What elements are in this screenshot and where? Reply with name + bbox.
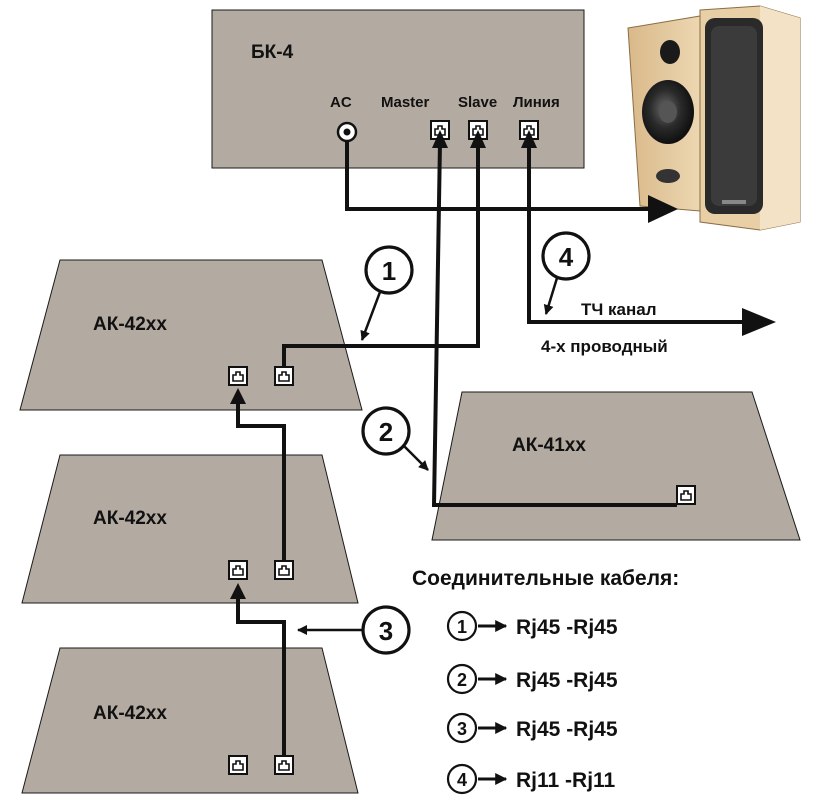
port-icon — [274, 560, 294, 580]
legend-number-circle — [446, 763, 478, 795]
unit-label: АК-42хх — [93, 314, 167, 335]
svg-text:2: 2 — [379, 417, 393, 447]
cable-2 — [431, 141, 677, 507]
unit-label: АК-42хх — [93, 703, 167, 724]
legend-text: Rj45 -Rj45 — [516, 616, 618, 639]
legend-text: Rj45 -Rj45 — [516, 718, 618, 741]
legend-number-circle — [446, 712, 478, 744]
legend-number: 4 — [457, 770, 467, 790]
slave-arrowhead-icon — [470, 130, 486, 148]
unit-body — [21, 454, 359, 604]
legend-text: Rj11 -Rj11 — [516, 769, 616, 792]
legend-title: Соединительные кабеля: — [412, 567, 679, 590]
legend-item: 1 Rj45 -Rj45 — [446, 610, 618, 642]
unit-ak42-middle: АК-42хх — [21, 454, 359, 604]
marker-1: 1 — [360, 245, 414, 341]
svg-text:3: 3 — [379, 616, 393, 646]
marker-3: 3 — [297, 605, 411, 655]
unit-ak41: АК-41хх — [431, 391, 801, 541]
speakers-icon — [627, 5, 801, 231]
cable-3-lower — [236, 597, 286, 756]
master-arrowhead-icon — [432, 130, 448, 148]
port-icon — [676, 485, 696, 505]
unit-body — [21, 647, 359, 794]
port-label-master: Master — [381, 94, 430, 111]
channel-label-line2: 4-х проводный — [541, 337, 668, 356]
unit-label: АК-41хх — [512, 435, 586, 456]
speaker-arrowhead-icon — [648, 195, 678, 223]
cable-ac-speaker — [345, 141, 654, 211]
chain-arrowhead-icon — [230, 583, 246, 599]
legend-number: 3 — [457, 719, 467, 739]
unit-label: АК-42хх — [93, 508, 167, 529]
port-label-line: Линия — [513, 94, 560, 111]
marker-4: 4 — [541, 231, 591, 315]
legend: Соединительные кабеля: 1 Rj45 -Rj45 2 Rj… — [412, 567, 679, 795]
port-icon — [274, 755, 294, 775]
legend-number: 1 — [457, 617, 467, 637]
base-unit-label: БК-4 — [251, 42, 294, 63]
channel-arrowhead-icon — [742, 308, 776, 336]
svg-text:1: 1 — [382, 256, 396, 286]
unit-body — [431, 391, 801, 541]
unit-ak42-top: АК-42хх — [19, 259, 363, 411]
port-icon — [228, 560, 248, 580]
cable-4 — [527, 142, 746, 324]
legend-number-circle — [446, 610, 478, 642]
legend-number-circle — [446, 663, 478, 695]
chain-arrowhead-icon — [230, 388, 246, 404]
legend-number: 2 — [457, 670, 467, 690]
legend-text: Rj45 -Rj45 — [516, 669, 618, 692]
legend-item: 4 Rj11 -Rj11 — [446, 763, 616, 795]
svg-text:4: 4 — [559, 242, 574, 272]
line-arrowhead-icon — [521, 130, 537, 148]
unit-body — [19, 259, 363, 411]
legend-item: 3 Rj45 -Rj45 — [446, 712, 618, 744]
cables — [230, 130, 776, 756]
base-unit-bk4: БК-4 AC Master Slave Линия — [211, 9, 585, 169]
port-label-slave: Slave — [458, 94, 497, 111]
port-label-ac: AC — [330, 94, 352, 111]
channel-label-line1: ТЧ канал — [581, 300, 657, 319]
unit-ak42-bottom: АК-42хх — [21, 647, 359, 794]
marker-2: 2 — [361, 406, 429, 471]
port-icon — [228, 366, 248, 386]
base-unit-body — [211, 9, 585, 169]
legend-item: 2 Rj45 -Rj45 — [446, 663, 618, 695]
port-icon — [274, 366, 294, 386]
ac-jack-icon — [336, 121, 358, 143]
cable-1 — [282, 139, 480, 367]
port-icon — [228, 755, 248, 775]
cable-3-upper — [236, 402, 286, 561]
